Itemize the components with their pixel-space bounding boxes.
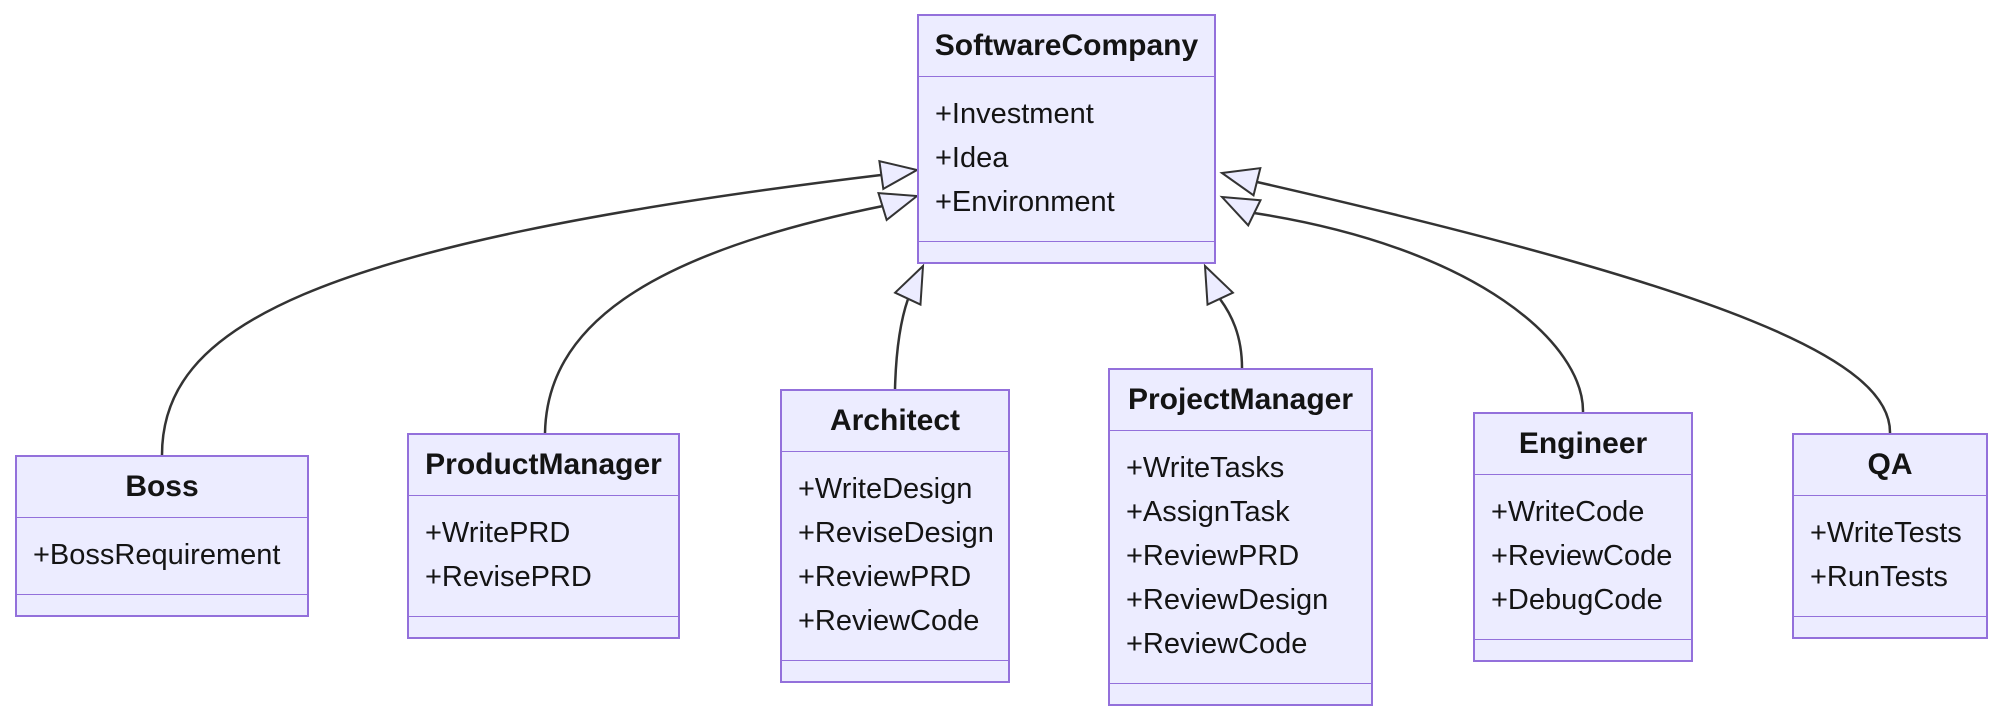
class-node-softwarecompany: SoftwareCompany +Investment +Idea +Environm… [917, 14, 1216, 264]
class-node-projectmanager: ProjectManager +WriteTasks +AssignTask +Rev… [1108, 368, 1373, 706]
class-methods-compartment-empty [919, 242, 1214, 262]
class-members-compartment: +WritePRD +RevisePRD [409, 496, 678, 617]
inheritance-arrowhead-icon [878, 159, 920, 191]
class-member: +ReviewDesign [1126, 584, 1329, 616]
class-members-compartment: +WriteTasks +AssignTask +ReviewPRD +ReviewD… [1110, 431, 1371, 684]
class-member: +WriteTests [1810, 517, 1962, 549]
class-methods-compartment-empty [782, 661, 1008, 681]
class-member: +WritePRD [425, 517, 571, 549]
class-member: +RunTests [1810, 561, 1948, 593]
inheritance-arrowhead-icon [877, 192, 920, 222]
class-member: +WriteCode [1491, 496, 1645, 528]
edge-architect-to-softwarecompany [893, 298, 910, 390]
class-node-productmanager: ProductManager +WritePRD +RevisePRD [407, 433, 680, 639]
class-member: +AssignTask [1126, 496, 1290, 528]
class-member: +WriteTasks [1126, 452, 1285, 484]
edge-qa-to-softwarecompany [1256, 180, 1892, 434]
edge-engineer-to-softwarecompany [1253, 211, 1585, 413]
class-member: +ReviewPRD [1126, 540, 1300, 572]
class-member: +ReviewCode [1491, 540, 1673, 572]
class-methods-compartment-empty [1794, 617, 1986, 637]
class-node-architect: Architect +WriteDesign +ReviseDesign +Revie… [780, 389, 1010, 683]
class-title: ProductManager [409, 435, 678, 496]
inheritance-arrowhead-icon [893, 263, 925, 307]
class-member: +Idea [935, 142, 1009, 174]
class-members-compartment: +BossRequirement [17, 518, 307, 595]
class-title: Engineer [1475, 414, 1691, 475]
class-methods-compartment-empty [1475, 640, 1691, 660]
inheritance-arrowhead-icon [1219, 166, 1262, 197]
class-title: Architect [782, 391, 1008, 452]
class-title: ProjectManager [1110, 370, 1371, 431]
class-member: +WriteDesign [798, 473, 973, 505]
class-member: +RevisePRD [425, 561, 592, 593]
edge-productmanager-to-softwarecompany [543, 204, 884, 434]
class-member: +ReviewCode [1126, 628, 1308, 660]
class-member: +ReviseDesign [798, 517, 994, 549]
class-members-compartment: +WriteDesign +ReviseDesign +ReviewPRD +Revi… [782, 452, 1008, 661]
class-member: +ReviewPRD [798, 561, 972, 593]
class-methods-compartment-empty [409, 617, 678, 637]
class-member: +BossRequirement [33, 539, 281, 571]
inheritance-arrowhead-icon [1219, 195, 1263, 228]
class-node-engineer: Engineer +WriteCode +ReviewCode +DebugCode [1473, 412, 1693, 662]
class-title: QA [1794, 435, 1986, 496]
class-member: +Environment [935, 186, 1115, 218]
edge-boss-to-softwarecompany [160, 173, 882, 456]
class-methods-compartment-empty [17, 595, 307, 615]
class-members-compartment: +WriteTests +RunTests [1794, 496, 1986, 617]
inheritance-arrowhead-icon [1203, 263, 1235, 307]
edge-projectmanager-to-softwarecompany [1218, 298, 1244, 369]
class-members-compartment: +Investment +Idea +Environment [919, 77, 1214, 242]
class-members-compartment: +WriteCode +ReviewCode +DebugCode [1475, 475, 1691, 640]
class-title: SoftwareCompany [919, 16, 1214, 77]
class-member: +Investment [935, 98, 1094, 130]
class-methods-compartment-empty [1110, 684, 1371, 704]
class-node-boss: Boss +BossRequirement [15, 455, 309, 617]
class-title: Boss [17, 457, 307, 518]
class-member: +DebugCode [1491, 584, 1663, 616]
class-member: +ReviewCode [798, 605, 980, 637]
class-node-qa: QA +WriteTests +RunTests [1792, 433, 1988, 639]
